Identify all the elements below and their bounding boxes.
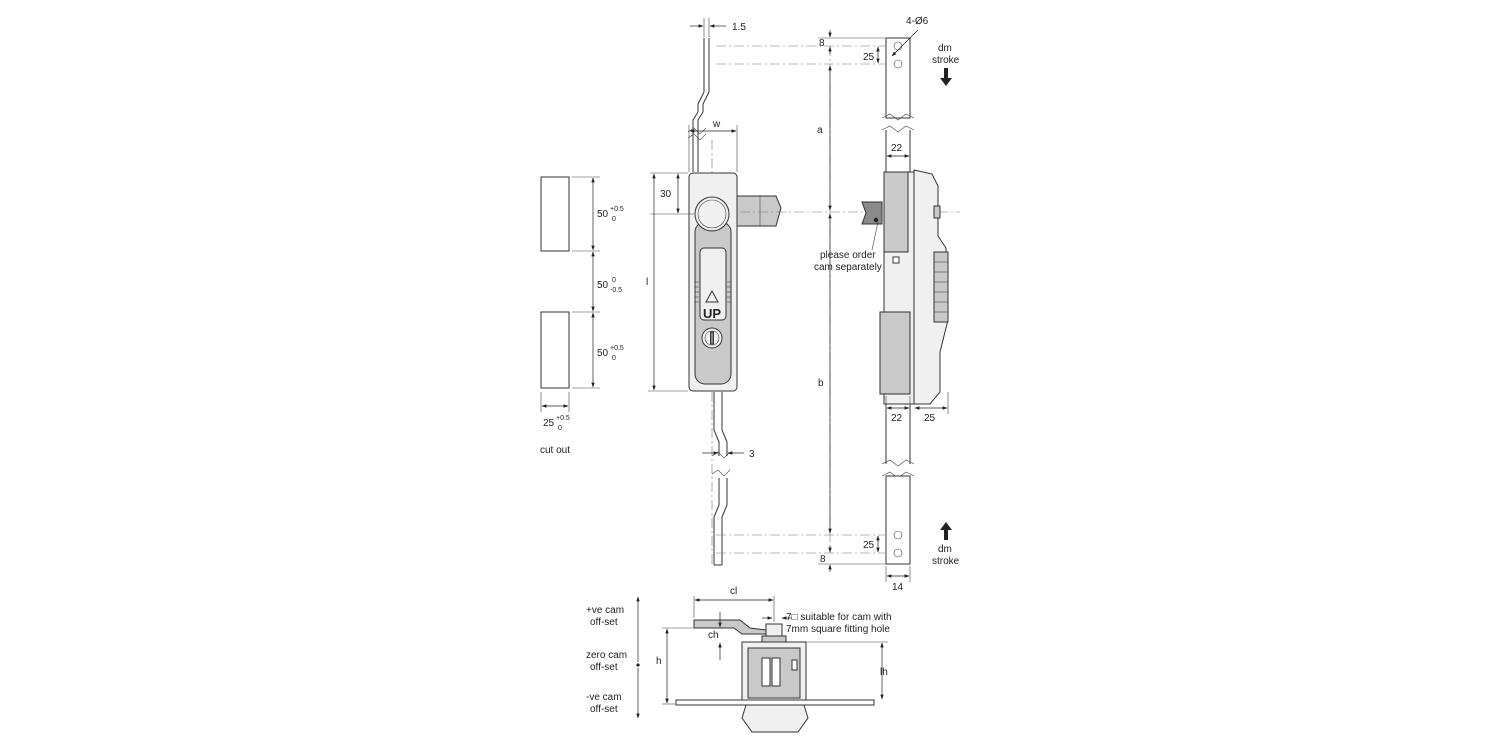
- cutout-dim-bottom-tol-upper: +0.5: [610, 345, 624, 352]
- cutout-dim-gap-tol-upper: 0: [612, 277, 616, 284]
- keyhole-icon: [710, 331, 714, 345]
- cutout-bottom-rect: [540, 311, 570, 389]
- front-length-label: l: [646, 277, 648, 288]
- side-holes-label: 4-Ø6: [906, 16, 929, 27]
- front-rod-thickness-bottom: 3: [749, 449, 755, 460]
- bottom-square-note-line2: 7mm square fitting hole: [786, 624, 890, 635]
- front-rod-thickness-top: 1.5: [732, 22, 746, 33]
- side-top-hole-spacing: 25: [863, 52, 875, 63]
- front-rod-top: [692, 38, 710, 172]
- bottom-cl-label: cl: [730, 586, 737, 597]
- front-rod-bottom: [713, 392, 728, 456]
- side-stroke-bottom: stroke: [932, 556, 960, 567]
- side-a-label: a: [817, 125, 823, 136]
- front-knob: [694, 196, 730, 232]
- bottom-square-note-line1: 7□ suitable for cam with: [786, 612, 892, 623]
- bottom-cam-arm: [693, 619, 767, 635]
- front-grip-ribs: [695, 281, 731, 303]
- cutout-dim-top-tol-upper: +0.5: [610, 206, 624, 213]
- up-triangle-icon: [705, 289, 719, 303]
- front-cam: [736, 195, 782, 227]
- side-bottom-offset: 8: [820, 554, 826, 565]
- cutout-dim-width-tol-lower: 0: [558, 425, 562, 432]
- side-housing: [883, 171, 909, 253]
- bottom-h-label: h: [656, 656, 662, 667]
- bottom-view: +ve cam off-set zero cam off-set -ve cam…: [586, 586, 892, 733]
- side-cam-note-line1: please order: [820, 250, 876, 261]
- side-lower-housing: [879, 311, 911, 395]
- arrow-down-icon: [940, 68, 952, 86]
- side-cam-note-line2: cam separately: [814, 262, 882, 273]
- side-bar-top: [885, 37, 911, 119]
- side-cam: [861, 201, 883, 225]
- front-view: UP 1.5 w 30 l 3: [646, 18, 782, 566]
- side-dim-22-top: 22: [891, 143, 903, 154]
- bottom-zero-cam-line1: zero cam: [586, 650, 627, 661]
- side-bar-width: 14: [892, 582, 904, 593]
- cutout-dim-gap-tol-lower: -0.5: [610, 287, 622, 294]
- front-dim-30: 30: [660, 189, 672, 200]
- side-view: 8 25 4-Ø6 dm stroke a 22 please order ca…: [814, 16, 960, 593]
- bottom-ch-label: ch: [708, 630, 719, 641]
- side-b-label: b: [818, 378, 824, 389]
- bottom-slot-right: [771, 657, 781, 687]
- cutout-dim-width-tol-upper: +0.5: [556, 415, 570, 422]
- side-top-offset: 8: [819, 38, 825, 49]
- bottom-pos-cam-line2: off-set: [590, 617, 618, 628]
- cutout-caption: cut out: [540, 445, 570, 456]
- cutout-view: 50 +0.5 0 50 0 -0.5 50 +0.5 0 25 +0.5 0 …: [540, 176, 624, 456]
- bottom-zero-cam-line2: off-set: [590, 662, 618, 673]
- bottom-base-plate: [675, 699, 875, 706]
- cutout-dim-bottom: 50: [597, 348, 609, 359]
- bottom-neg-cam-line1: -ve cam: [586, 692, 622, 703]
- cutout-top-rect: [540, 176, 570, 252]
- cutout-dim-width: 25: [543, 418, 555, 429]
- bottom-cylinder: [741, 704, 809, 733]
- side-dm-bottom: dm: [938, 544, 952, 555]
- bottom-nut: [765, 623, 783, 637]
- bottom-neg-cam-line2: off-set: [590, 704, 618, 715]
- side-bottom-hole-spacing: 25: [863, 540, 875, 551]
- cutout-dim-bottom-tol-lower: 0: [612, 355, 616, 362]
- cutout-dim-gap: 50: [597, 280, 609, 291]
- side-grip: [933, 251, 949, 323]
- front-width-label: w: [712, 119, 721, 130]
- bottom-lh-label: lh: [880, 667, 888, 678]
- bottom-pos-cam-line1: +ve cam: [586, 605, 624, 616]
- side-stroke-top: stroke: [932, 55, 960, 66]
- side-bar-bottom: [885, 475, 911, 565]
- bottom-slot-left: [761, 657, 771, 687]
- side-dim-22-bottom: 22: [891, 413, 903, 424]
- side-dm-top: dm: [938, 43, 952, 54]
- side-grip-ribs: [934, 261, 948, 313]
- cutout-dim-top: 50: [597, 209, 609, 220]
- cutout-dim-top-tol-lower: 0: [612, 216, 616, 223]
- side-dim-25-right: 25: [924, 413, 936, 424]
- front-handle-text: UP: [703, 306, 721, 321]
- arrow-up-icon: [940, 522, 952, 540]
